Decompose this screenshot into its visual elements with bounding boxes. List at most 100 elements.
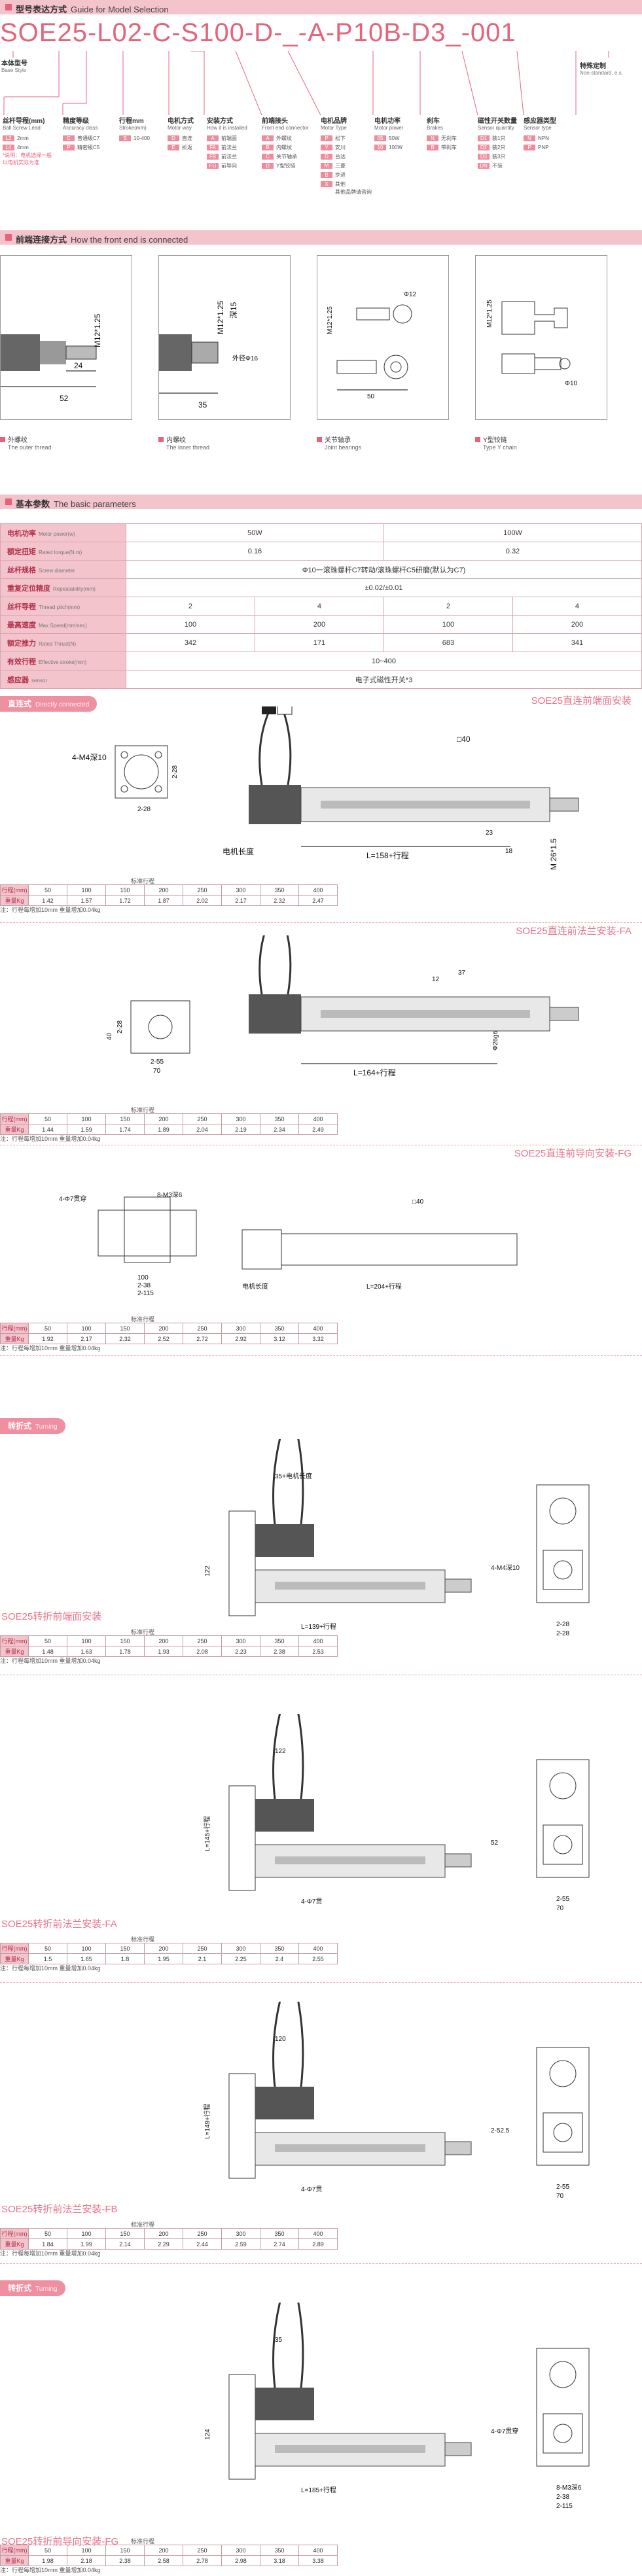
weight-cell: 1.84 <box>28 2238 67 2250</box>
cable <box>297 2303 304 2388</box>
cable <box>259 712 270 786</box>
weight-cell: 1.98 <box>28 2555 67 2566</box>
weight-cell: 1.92 <box>28 1333 67 1344</box>
weight-cell: 1.57 <box>67 895 106 906</box>
dimension-label: M 26*1.5 <box>549 839 558 870</box>
weight-head: 重量Kg <box>0 1953 29 1964</box>
dimension-label: 2-28 <box>137 806 151 813</box>
stroke-head: 行程(mm) <box>0 884 29 896</box>
dimension-label: 12 <box>432 976 440 983</box>
dim-outer-dia: 外径Φ16 <box>232 354 259 362</box>
stroke-head: 行程(mm) <box>0 1323 29 1334</box>
params-cell: 4 <box>254 597 384 616</box>
params-cell: 683 <box>383 633 513 652</box>
dim-thread: M12*1.25 <box>93 313 102 347</box>
motor-body <box>255 1799 314 1832</box>
motor-body <box>249 994 301 1034</box>
dimension-label: 4-Φ7贯 <box>301 1898 322 1906</box>
weight-cell: 2.19 <box>221 1124 260 1135</box>
rod-end <box>444 1578 472 1593</box>
inner-thread-drawing: 35 M12*1.25 深15 外径Φ16 <box>159 300 259 409</box>
stroke-head: 行程(mm) <box>0 1635 29 1646</box>
end-view-bore <box>549 1497 577 1525</box>
dimension-label: 120 <box>275 2036 286 2043</box>
stroke-cell: 50 <box>28 1113 67 1124</box>
weight-cell: 2.52 <box>144 1333 183 1344</box>
stroke-cell: 400 <box>298 884 338 896</box>
dimension-label: 2-38 <box>137 1282 151 1289</box>
dimension-label: 124 <box>204 2429 211 2440</box>
flange-bore <box>148 1015 173 1039</box>
weight-cell: 2.74 <box>260 2238 299 2250</box>
front-card-inner-thread: 35 M12*1.25 深15 外径Φ16 <box>158 255 291 420</box>
mount-hole <box>154 785 162 793</box>
dimension-label: 23 <box>486 829 493 837</box>
drawing-title: SOE25转折前法兰安装-FA <box>1 1919 117 1930</box>
motor-body <box>255 1524 314 1557</box>
section-divider <box>0 1982 642 1983</box>
stroke-cell: 350 <box>260 2545 299 2556</box>
end-view <box>536 2047 590 2166</box>
stroke-cell: 100 <box>67 1635 106 1646</box>
weight-cell: 2.29 <box>144 2238 183 2250</box>
params-cell: 200 <box>254 615 384 634</box>
rail-slot <box>275 1582 425 1590</box>
turn-housing <box>228 1510 256 1616</box>
end-view-bore <box>549 1772 577 1800</box>
params-cell: 4 <box>512 597 642 616</box>
dimension-label: 2-52.5 <box>491 2127 510 2134</box>
stroke-cell: 150 <box>105 2228 145 2239</box>
dimension-label: 122 <box>204 1565 211 1576</box>
weight-head: 重量Kg <box>0 2555 29 2566</box>
stroke-cell: 400 <box>298 2228 338 2239</box>
weight-cell: 1.44 <box>28 1124 67 1135</box>
stroke-note: 注：行程每增加10mm 重量增加0.04kg <box>0 2250 101 2257</box>
section-title: 型号表达方式 <box>16 5 67 14</box>
stroke-cell: 150 <box>105 1943 145 1954</box>
cable <box>272 2303 281 2388</box>
model-code: SOE25-L02-C-S100-D-_-A-P10B-D3_-001 <box>0 18 516 47</box>
dimension-label: 35 <box>275 2337 283 2344</box>
weight-cell: 2.14 <box>105 2238 145 2250</box>
mount-hole <box>120 751 128 759</box>
stroke-note: 注：行程每增加10mm 重量增加0.04kg <box>0 2567 101 2573</box>
stroke-cell: 250 <box>183 2228 222 2239</box>
dimension-label: 2-115 <box>556 2503 573 2510</box>
stroke-cell: 400 <box>298 1635 338 1646</box>
weight-cell: 1.74 <box>105 1124 145 1135</box>
stroke-note: 注：行程每增加10mm 重量增加0.04kg <box>0 1965 101 1972</box>
drawing-title: SOE25直连前端面安装 <box>531 695 632 706</box>
dimension-label: 122 <box>275 1748 286 1755</box>
standard-stroke-label: 标准行程 <box>131 1107 155 1113</box>
end-view-bore <box>549 2060 577 2087</box>
weight-cell: 2.59 <box>221 2238 260 2250</box>
dimension-label: 52 <box>491 1839 499 1847</box>
weight-cell: 2.53 <box>298 1646 338 1657</box>
dimension-label: L=139+行程 <box>301 1622 336 1631</box>
params-cell: 0.32 <box>383 542 642 561</box>
weight-cell: 2.92 <box>221 1333 260 1344</box>
outer-thread-drawing: 24 52 M12*1.25 <box>1 313 102 403</box>
weight-cell: 1.89 <box>144 1124 183 1135</box>
weight-cell: 2.38 <box>105 2555 145 2566</box>
weight-cell: 2.44 <box>183 2238 222 2250</box>
weight-cell: 2.47 <box>298 895 338 906</box>
dimension-label: L=145+行程 <box>203 1816 211 1851</box>
